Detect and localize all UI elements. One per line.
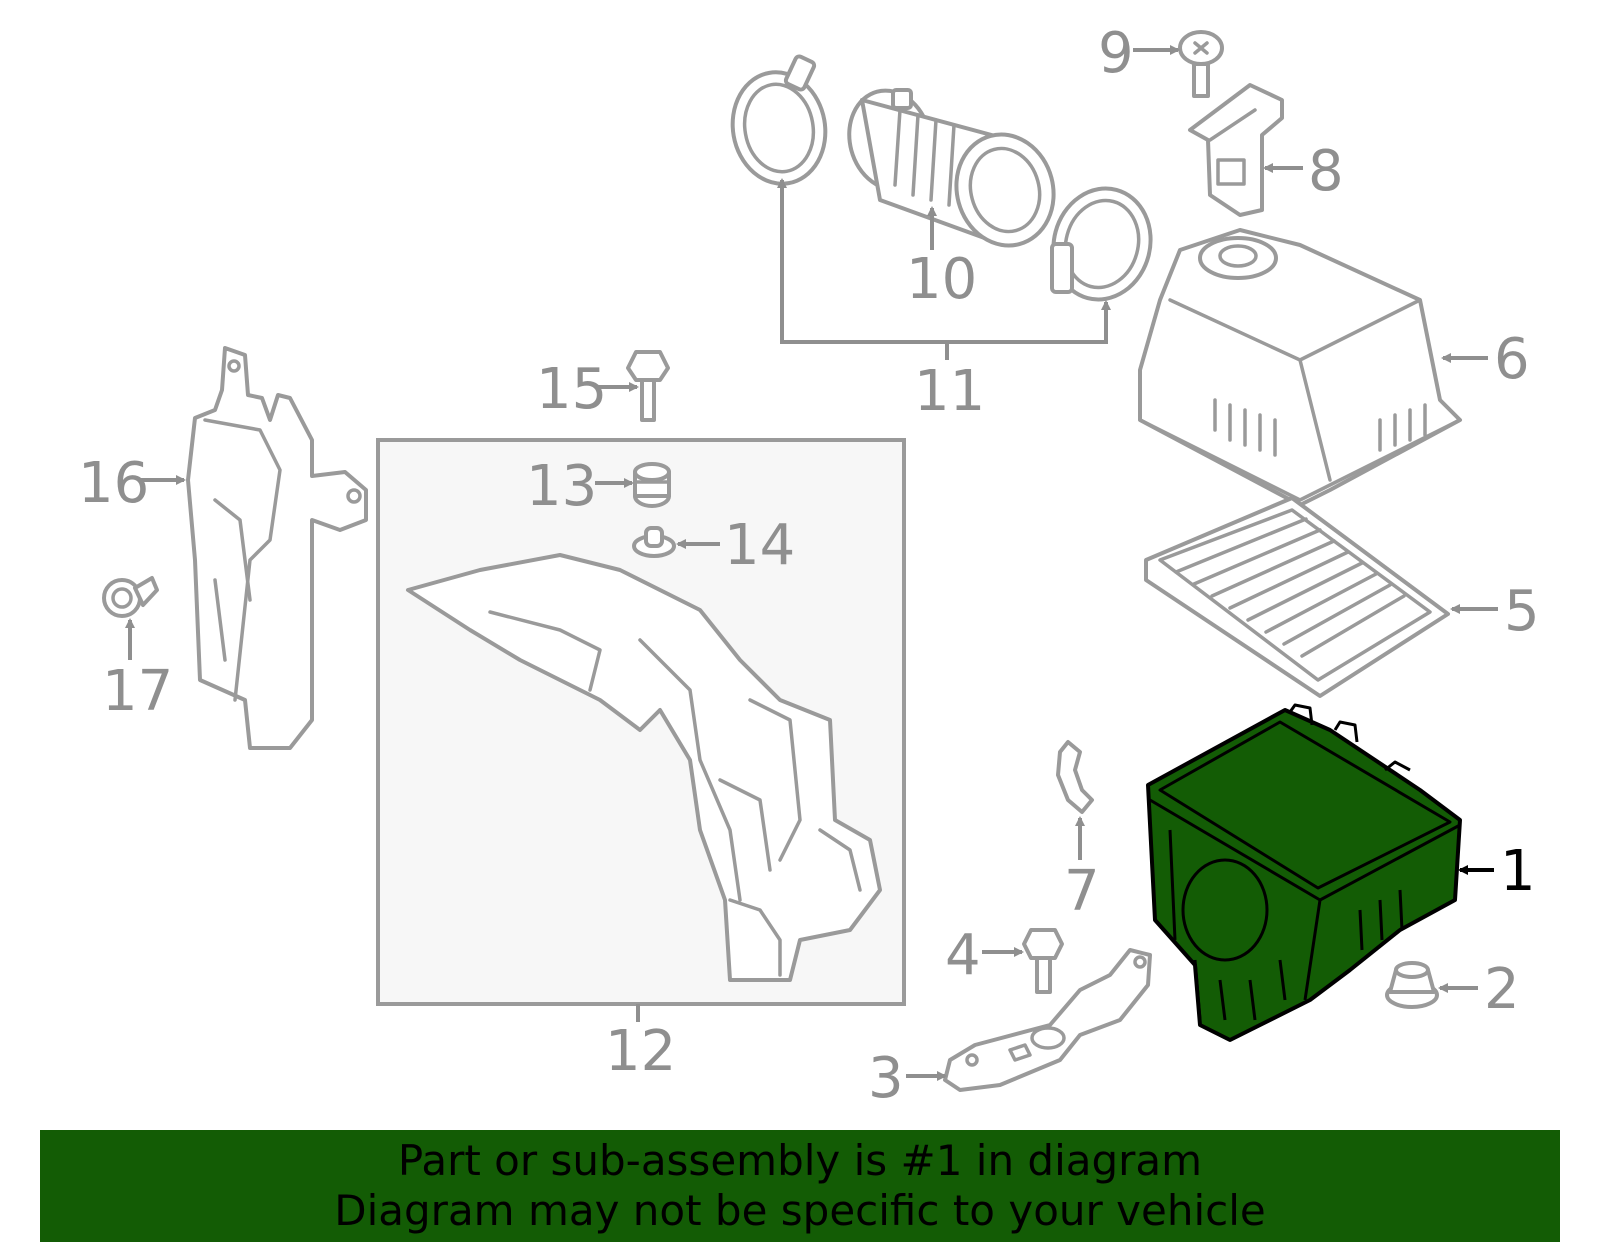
part-16-bracket[interactable] — [186, 346, 368, 750]
part-7-clip[interactable] — [1056, 740, 1094, 814]
part-15-bolt[interactable] — [626, 350, 670, 422]
part-2-grommet[interactable] — [1385, 961, 1439, 1009]
callout-13[interactable]: 13 — [526, 454, 597, 519]
part-6-airbox-cover[interactable] — [1138, 228, 1462, 507]
part-13-grommet[interactable] — [633, 462, 671, 508]
callout-14[interactable]: 14 — [724, 513, 795, 578]
callout-16[interactable]: 16 — [78, 451, 149, 516]
part-4-bolt[interactable] — [1022, 928, 1064, 994]
callout-7[interactable]: 7 — [1064, 859, 1100, 924]
callout-4[interactable]: 4 — [945, 923, 981, 988]
callout-labels: 1 2 3 4 5 6 7 8 9 10 11 12 13 14 15 16 1… — [78, 21, 1540, 1111]
callout-6[interactable]: 6 — [1494, 327, 1530, 392]
part-14-push-pin[interactable] — [632, 526, 676, 558]
leader-lines — [125, 45, 1498, 1081]
part-9-screw[interactable] — [1178, 30, 1224, 98]
part-11-clamp-right[interactable] — [1041, 177, 1163, 310]
part-10-intake-hose[interactable] — [838, 81, 1065, 256]
callout-12[interactable]: 12 — [605, 1019, 676, 1084]
parts-diagram: 1 2 3 4 5 6 7 8 9 10 11 12 13 14 15 16 1… — [78, 21, 1540, 1111]
part-3-bracket[interactable] — [943, 948, 1152, 1092]
part-12-intake-duct[interactable] — [406, 553, 882, 982]
callout-17[interactable]: 17 — [102, 659, 173, 724]
callout-8[interactable]: 8 — [1308, 139, 1344, 204]
callout-3[interactable]: 3 — [868, 1046, 904, 1111]
part-8-sensor[interactable] — [1188, 83, 1284, 217]
leader-11b — [947, 300, 1111, 344]
callout-11[interactable]: 11 — [914, 359, 985, 424]
callout-2[interactable]: 2 — [1484, 957, 1520, 1022]
callout-15[interactable]: 15 — [536, 357, 607, 422]
callout-1[interactable]: 1 — [1500, 839, 1536, 904]
callout-9[interactable]: 9 — [1098, 21, 1134, 86]
banner-line-1: Part or sub-assembly is #1 in diagram — [397, 1136, 1203, 1185]
part-1-airbox-lower[interactable] — [1146, 703, 1462, 1042]
callout-5[interactable]: 5 — [1504, 579, 1540, 644]
info-banner: Part or sub-assembly is #1 in diagram Di… — [40, 1130, 1560, 1242]
part-17-clip[interactable] — [102, 576, 159, 618]
part-11-clamp-left[interactable] — [724, 54, 834, 191]
leader-11 — [777, 178, 947, 344]
banner-line-2: Diagram may not be specific to your vehi… — [334, 1186, 1266, 1235]
callout-10[interactable]: 10 — [906, 247, 977, 312]
part-5-air-filter[interactable] — [1144, 496, 1450, 698]
